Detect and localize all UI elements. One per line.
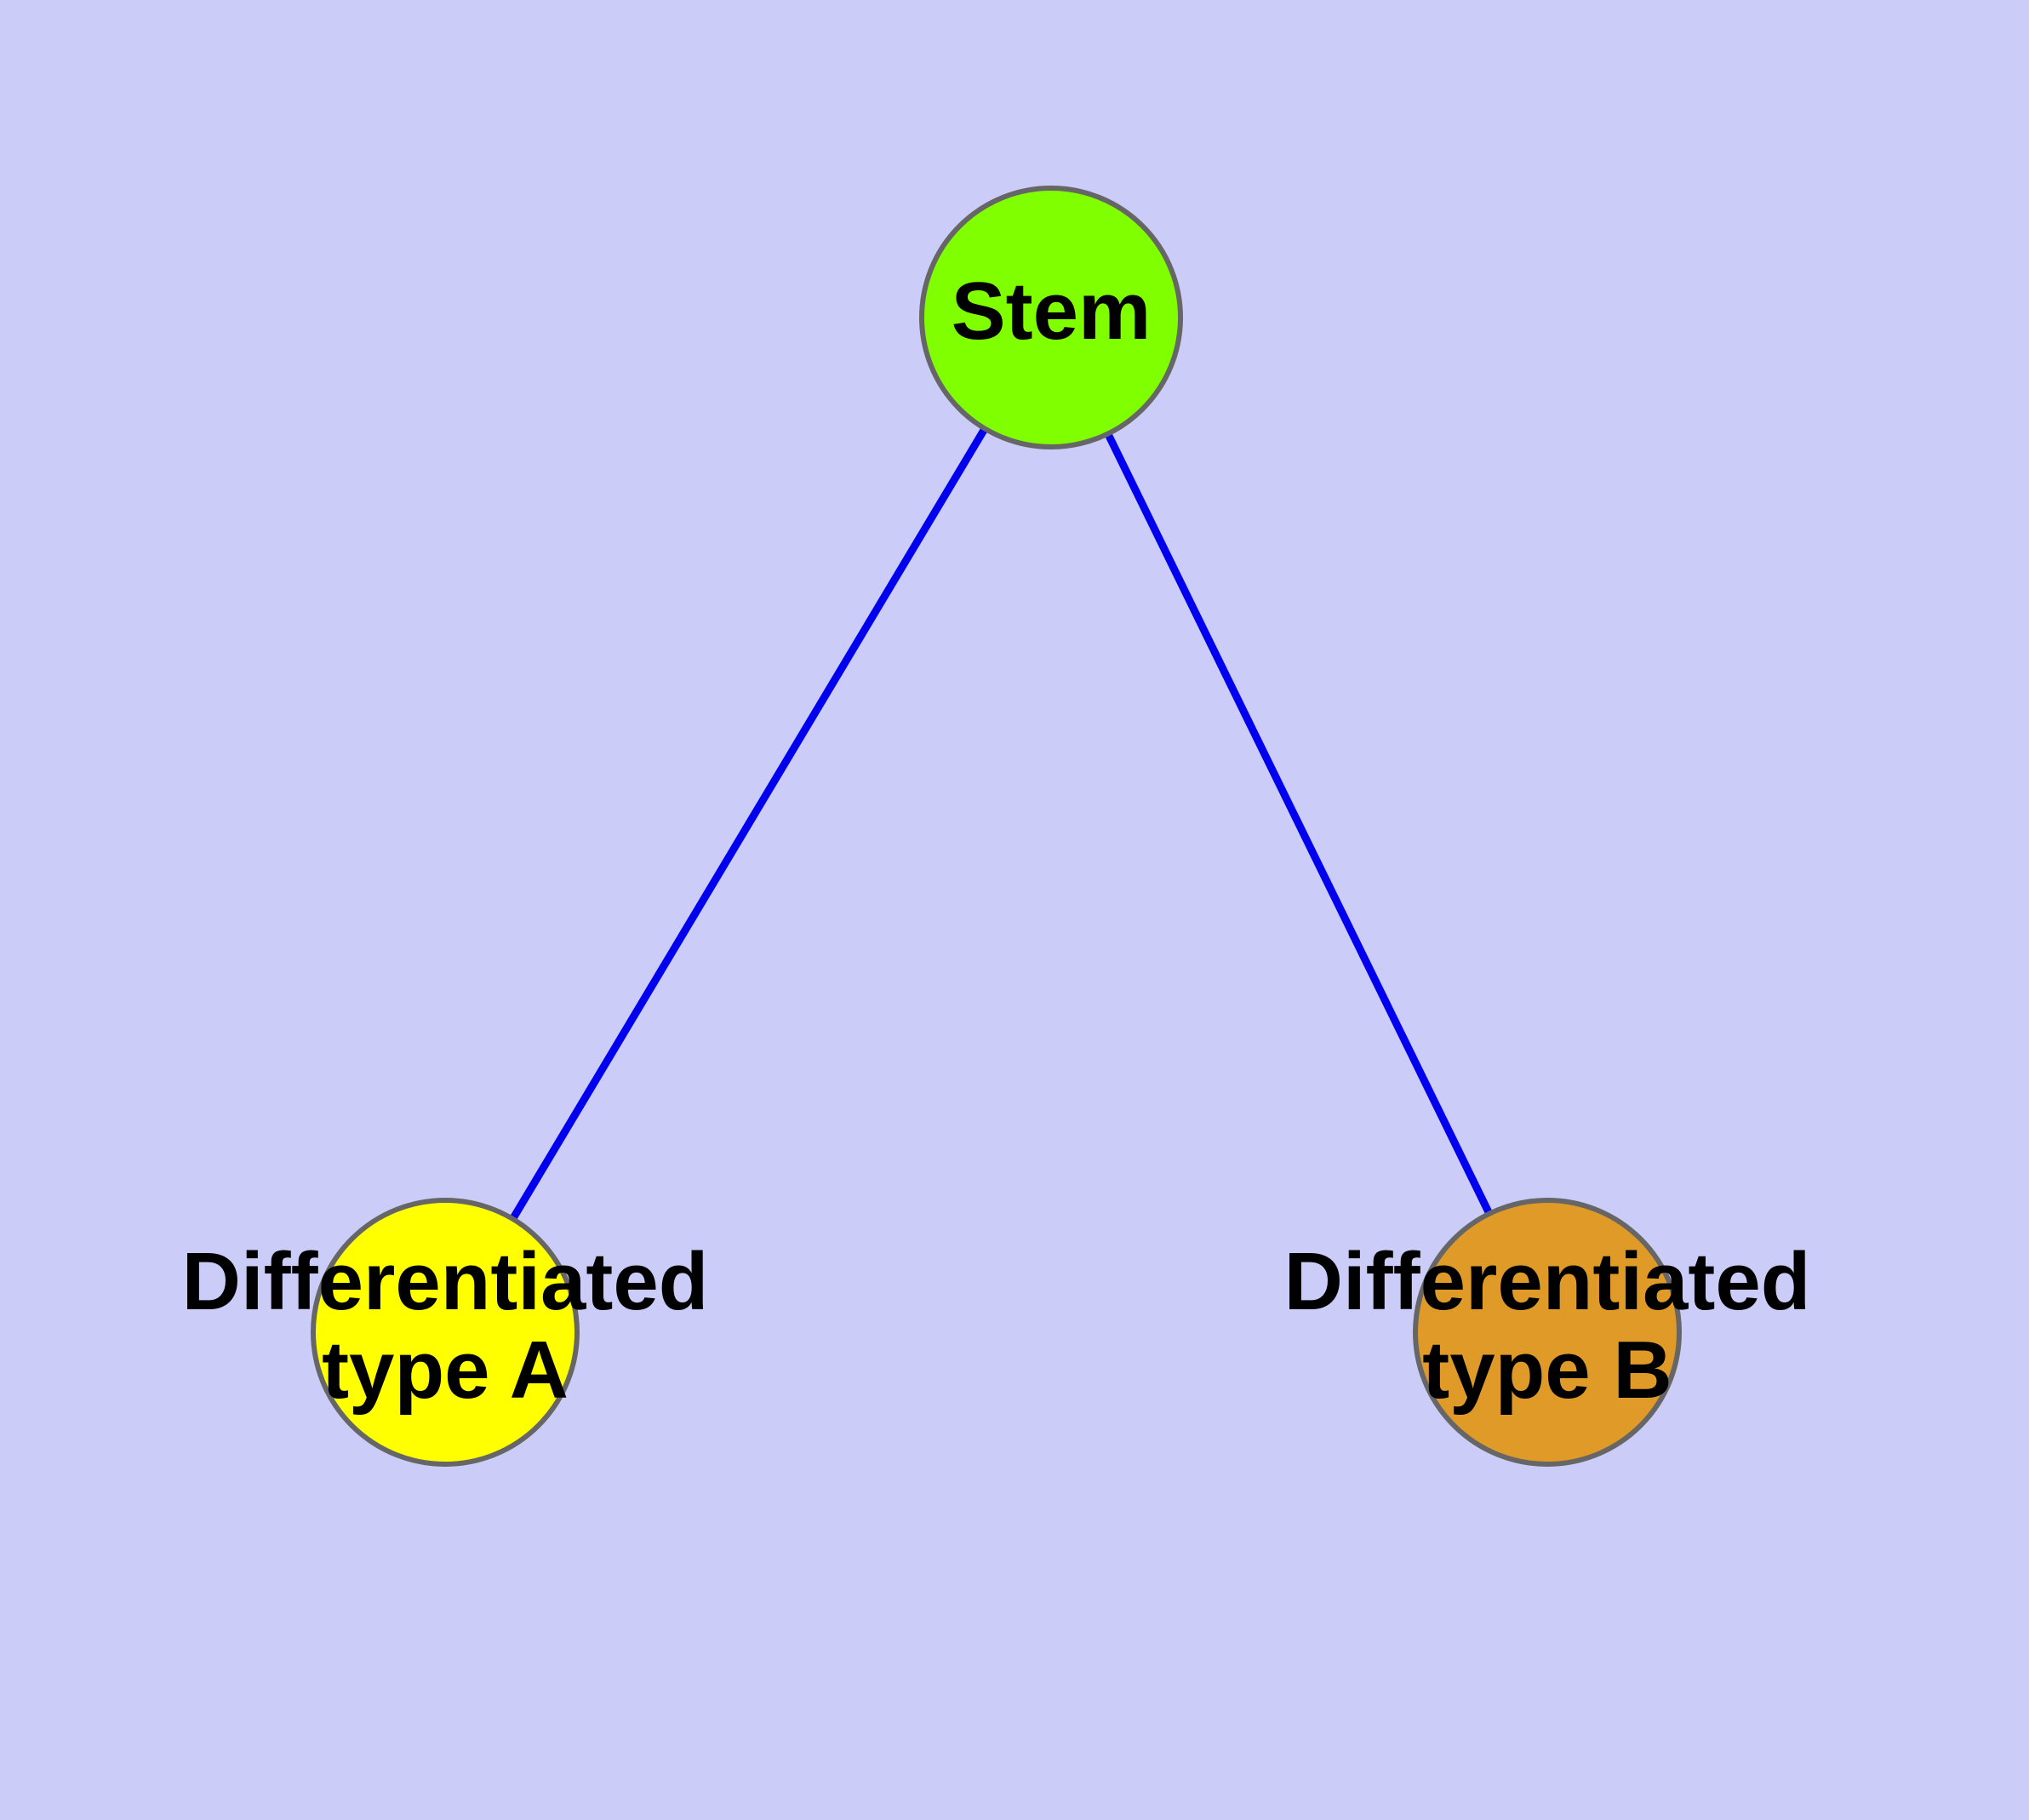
graph-edge-stem-to-a[interactable]	[509, 426, 988, 1222]
edges-layer	[509, 426, 1493, 1222]
nodes-layer	[311, 186, 1682, 1467]
graph-node-label-line: Differentiated	[182, 1237, 709, 1328]
graph-node-label-line: type A	[322, 1325, 569, 1416]
graph-edge-stem-to-b[interactable]	[1104, 432, 1493, 1216]
graph-node-label-line: Stem	[952, 266, 1152, 357]
graph-node-label-stem: Stem	[952, 266, 1152, 357]
graph-node-diff_a[interactable]	[311, 1198, 580, 1467]
graph-node-label-line: Differentiated	[1284, 1237, 1811, 1328]
graph-node-label-line: type B	[1422, 1325, 1672, 1416]
graph-node-stem[interactable]	[919, 186, 1183, 449]
graph-node-diff_b[interactable]	[1413, 1198, 1682, 1467]
